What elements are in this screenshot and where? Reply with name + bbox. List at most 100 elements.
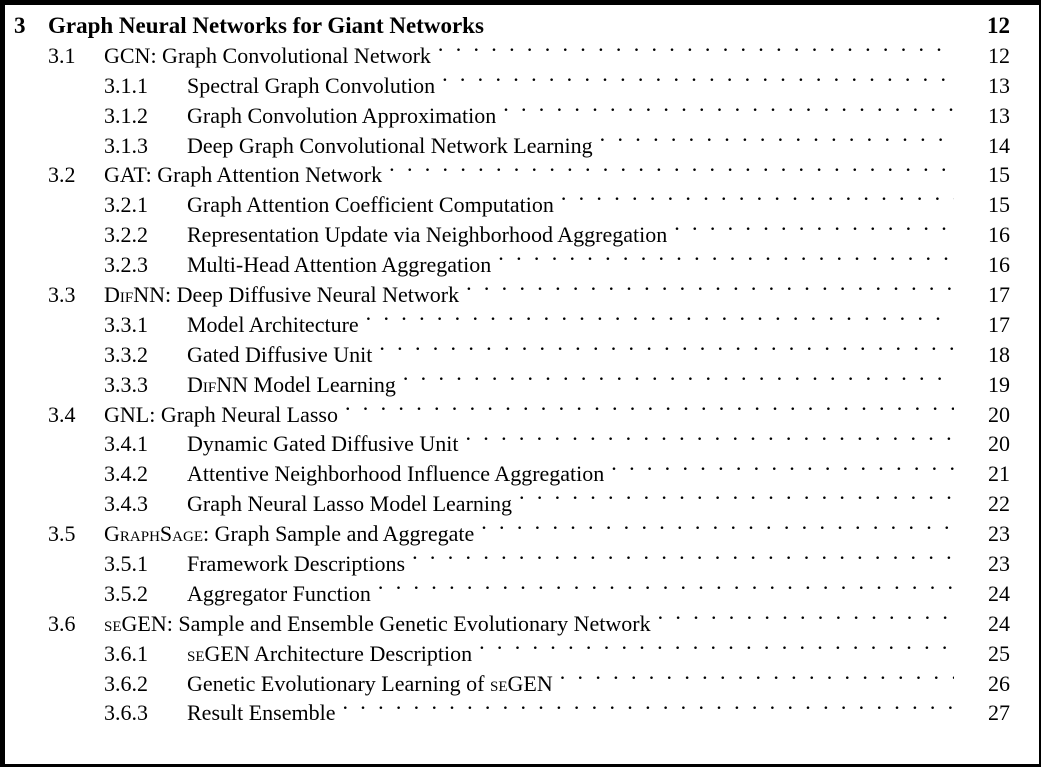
- toc-entry-title: SEGEN: Sample and Ensemble Genetic Evolu…: [104, 610, 651, 636]
- toc-entry-page-number: 16: [988, 252, 1010, 278]
- toc-entry-title: Dynamic Gated Diffusive Unit: [187, 431, 459, 457]
- toc-leader-dots: [479, 645, 954, 661]
- toc-leader-dots: [465, 435, 954, 451]
- toc-entry-3-3-3[interactable]: 3.3.3DIFNN Model Learning19: [5, 370, 1039, 400]
- toc-entry-number: 3.1: [48, 42, 76, 68]
- toc-entry-number: 3: [14, 13, 26, 38]
- toc-entry-number: 3.4.2: [104, 461, 148, 487]
- toc-entry-3-4[interactable]: 3.4 GNL: Graph Neural Lasso 20: [5, 400, 1039, 430]
- toc-leader-dots: [379, 346, 954, 362]
- toc-entry-number: 3.6.3: [104, 700, 148, 726]
- toc-entry-title: Framework Descriptions: [187, 551, 406, 577]
- toc-entry-3-5[interactable]: 3.5 GRAPHSAGE: Graph Sample and Aggregate…: [5, 519, 1039, 549]
- toc-entry-title: Gated Diffusive Unit: [187, 341, 373, 367]
- toc-entry-page-number: 26: [988, 670, 1010, 696]
- toc-leader-dots: [366, 316, 954, 332]
- toc-entry-title: Graph Neural Networks for Giant Networks: [48, 13, 484, 38]
- toc-entry-title: Genetic Evolutionary Learning of SEGEN: [187, 670, 553, 696]
- toc-entry-3-6[interactable]: 3.6 SEGEN: Sample and Ensemble Genetic Ev…: [5, 609, 1039, 639]
- toc-entry-page-number: 20: [988, 431, 1010, 457]
- toc-entry-3-3[interactable]: 3.3DIFNN: Deep Diffusive Neural Network1…: [5, 280, 1039, 310]
- toc-entry-title: Aggregator Function: [187, 580, 371, 606]
- toc-entry-title: GNL: Graph Neural Lasso: [104, 401, 338, 427]
- toc-leader-dots: [378, 585, 954, 601]
- toc-entry-page-number: 12: [987, 13, 1010, 38]
- toc-entry-title: GAT: Graph Attention Network: [104, 162, 383, 188]
- toc-entry-3-5-2[interactable]: 3.5.2 Aggregator Function 24: [5, 579, 1039, 609]
- toc-entry-title: DIFNN: Deep Diffusive Neural Network: [104, 282, 460, 308]
- toc-entry-3-6-1[interactable]: 3.6.1SEGEN Architecture Description25: [5, 639, 1039, 669]
- toc-entry-3-1-1[interactable]: 3.1.1 Spectral Graph Convolution 13: [5, 71, 1039, 101]
- toc-entry-page-number: 16: [988, 222, 1010, 248]
- toc-entry-page-number: 20: [988, 401, 1010, 427]
- toc-entry-page-number: 24: [988, 580, 1010, 606]
- toc-entry-page-number: 13: [988, 72, 1010, 98]
- toc-leader-dots: [481, 525, 954, 541]
- toc-entry-number: 3.3.1: [104, 311, 148, 337]
- toc-entry-number: 3.3.3: [104, 371, 148, 397]
- toc-leader-dots: [442, 77, 954, 93]
- toc-entry-page-number: 17: [988, 311, 1010, 337]
- toc-entry-3-1[interactable]: 3.1 GCN: Graph Convolutional Network 12: [5, 41, 1039, 71]
- toc-entry-3[interactable]: 3 Graph Neural Networks for Giant Network…: [5, 11, 1039, 41]
- toc-leader-dots: [560, 675, 954, 691]
- toc-entry-number: 3.5.2: [104, 580, 148, 606]
- toc-leader-dots: [466, 286, 954, 302]
- toc-entry-3-6-2[interactable]: 3.6.2 Genetic Evolutionary Learning of SE…: [5, 669, 1039, 699]
- toc-entry-number: 3.4.1: [104, 431, 148, 457]
- toc-entry-title: Graph Attention Coefficient Computation: [187, 192, 554, 218]
- toc-entry-title: Graph Convolution Approximation: [187, 102, 497, 128]
- toc-entry-page-number: 19: [988, 371, 1010, 397]
- toc-leader-dots: [674, 226, 954, 242]
- toc-entry-title: GRAPHSAGE: Graph Sample and Aggregate: [104, 521, 475, 547]
- toc-entry-number: 3.3: [48, 282, 76, 308]
- toc-entry-number: 3.3.2: [104, 341, 148, 367]
- toc-entry-number: 3.6.2: [104, 670, 148, 696]
- toc-entry-page-number: 14: [988, 132, 1010, 158]
- toc-entry-3-2-1[interactable]: 3.2.1 Graph Attention Coefficient Computa…: [5, 190, 1039, 220]
- toc-entry-title: Spectral Graph Convolution: [187, 72, 436, 98]
- toc-entry-number: 3.5.1: [104, 551, 148, 577]
- toc-entry-page-number: 21: [988, 461, 1010, 487]
- toc-entry-title: Deep Graph Convolutional Network Learnin…: [187, 132, 593, 158]
- toc-leader-dots: [519, 495, 954, 511]
- toc-entry-title: Representation Update via Neighborhood A…: [187, 222, 668, 248]
- toc-entry-3-1-2[interactable]: 3.1.2 Graph Convolution Approximation 13: [5, 101, 1039, 131]
- toc-leader-dots: [438, 47, 954, 63]
- toc-entry-number: 3.1.1: [104, 72, 148, 98]
- toc-entry-3-4-1[interactable]: 3.4.1 Dynamic Gated Diffusive Unit 20: [5, 429, 1039, 459]
- toc-entry-page-number: 15: [988, 192, 1010, 218]
- toc-entry-number: 3.2.1: [104, 192, 148, 218]
- toc-leader-dots: [658, 615, 954, 631]
- toc-leader-dots: [342, 704, 954, 720]
- toc-entry-title: GCN: Graph Convolutional Network: [104, 42, 431, 68]
- toc-entry-title: Model Architecture: [187, 311, 359, 337]
- toc-entry-page-number: 12: [988, 42, 1010, 68]
- toc-entry-page-number: 23: [988, 551, 1010, 577]
- toc-leader-dots: [498, 256, 954, 272]
- toc-entry-title: Result Ensemble: [187, 700, 336, 726]
- toc-entry-number: 3.4.3: [104, 491, 148, 517]
- toc-entry-title: Graph Neural Lasso Model Learning: [187, 491, 513, 517]
- toc-entry-3-5-1[interactable]: 3.5.1 Framework Descriptions 23: [5, 549, 1039, 579]
- toc-leader-dots: [389, 166, 954, 182]
- toc-entry-number: 3.5: [48, 521, 76, 547]
- toc-entry-number: 3.6: [48, 610, 76, 636]
- toc-entry-number: 3.6.1: [104, 640, 148, 666]
- toc-entry-3-3-1[interactable]: 3.3.1 Model Architecture 17: [5, 310, 1039, 340]
- toc-entry-title: Multi-Head Attention Aggregation: [187, 252, 492, 278]
- toc-entry-page-number: 15: [988, 162, 1010, 188]
- toc-entry-number: 3.1.2: [104, 102, 148, 128]
- toc-entry-page-number: 13: [988, 102, 1010, 128]
- toc-leader-dots: [412, 555, 954, 571]
- toc-entry-number: 3.4: [48, 401, 76, 427]
